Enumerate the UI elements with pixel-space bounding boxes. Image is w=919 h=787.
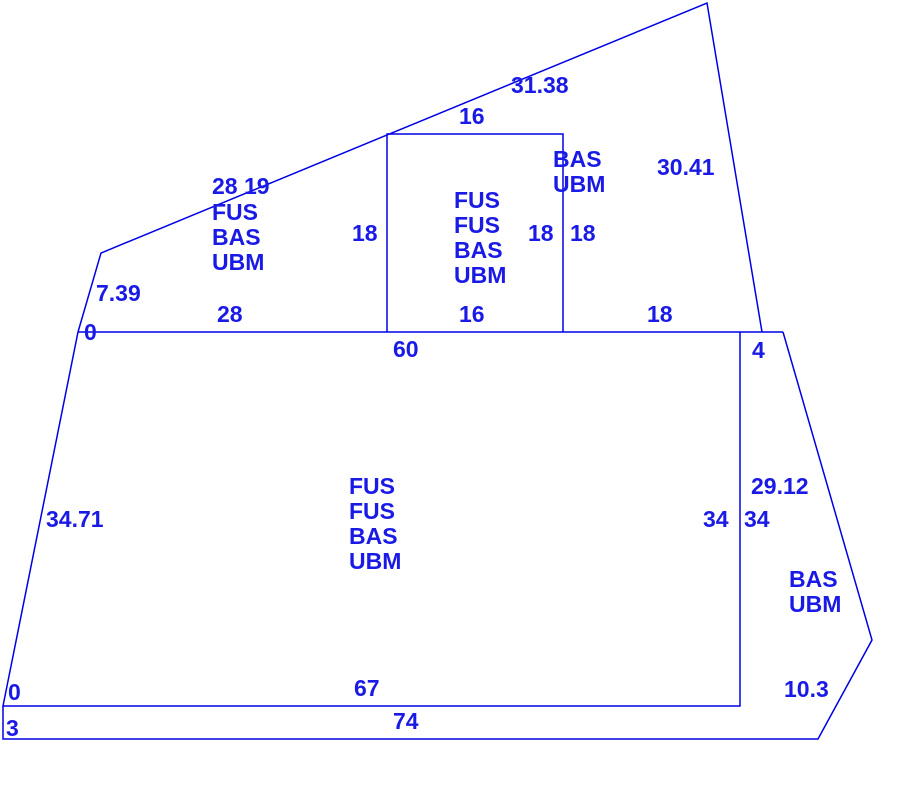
right-wing-outline	[2, 331, 873, 740]
dim-bottom-left: 28	[217, 301, 243, 327]
dim-bottom-right: 18	[647, 301, 673, 327]
dim-main-right-outer: 34	[744, 506, 770, 532]
dim-box-right-outer: 18	[570, 220, 596, 246]
area-label: BAS	[553, 146, 602, 172]
area-label: UBM	[349, 548, 401, 574]
area-label: FUS	[454, 187, 500, 213]
area-label: BAS	[212, 224, 261, 250]
dim-main-left: 34.71	[46, 506, 104, 532]
area-label: FUS	[349, 498, 395, 524]
dim-strip-length: 74	[393, 708, 419, 734]
area-label: FUS	[454, 212, 500, 238]
dim-box-left: 18	[352, 220, 378, 246]
area-label: BAS	[789, 566, 838, 592]
dim-left-slope: 7.39	[96, 280, 141, 306]
area-label: UBM	[789, 591, 841, 617]
area-label: BAS	[349, 523, 398, 549]
dim-right-slope: 30.41	[657, 154, 715, 180]
upper-outline	[77, 1, 763, 333]
dim-main-right-inner: 34	[703, 506, 729, 532]
area-label: BAS	[454, 237, 503, 263]
dim-box-top: 16	[459, 103, 485, 129]
dim-box-right-inner: 18	[528, 220, 554, 246]
dim-wing-bottom-slope: 10.3	[784, 676, 829, 702]
dim-start: 0	[84, 319, 97, 345]
main-outline	[2, 331, 741, 707]
dim-top-slope: 31.38	[511, 72, 569, 98]
dim-main-top: 60	[393, 336, 419, 362]
area-label: FUS	[349, 473, 395, 499]
dim-main-bottom: 67	[354, 675, 380, 701]
area-label: FUS	[212, 199, 258, 225]
dim-corner: 4	[752, 337, 765, 363]
dim-main-start: 0	[8, 679, 21, 705]
dim-overlap: 28 19	[212, 173, 270, 199]
sketch-lines	[2, 1, 873, 740]
dim-strip-height: 3	[6, 715, 19, 741]
area-label: UBM	[454, 262, 506, 288]
area-label: UBM	[212, 249, 264, 275]
dim-wing-slope: 29.12	[751, 473, 809, 499]
area-label: UBM	[553, 171, 605, 197]
dim-bottom-mid: 16	[459, 301, 485, 327]
inner-box	[386, 133, 564, 332]
